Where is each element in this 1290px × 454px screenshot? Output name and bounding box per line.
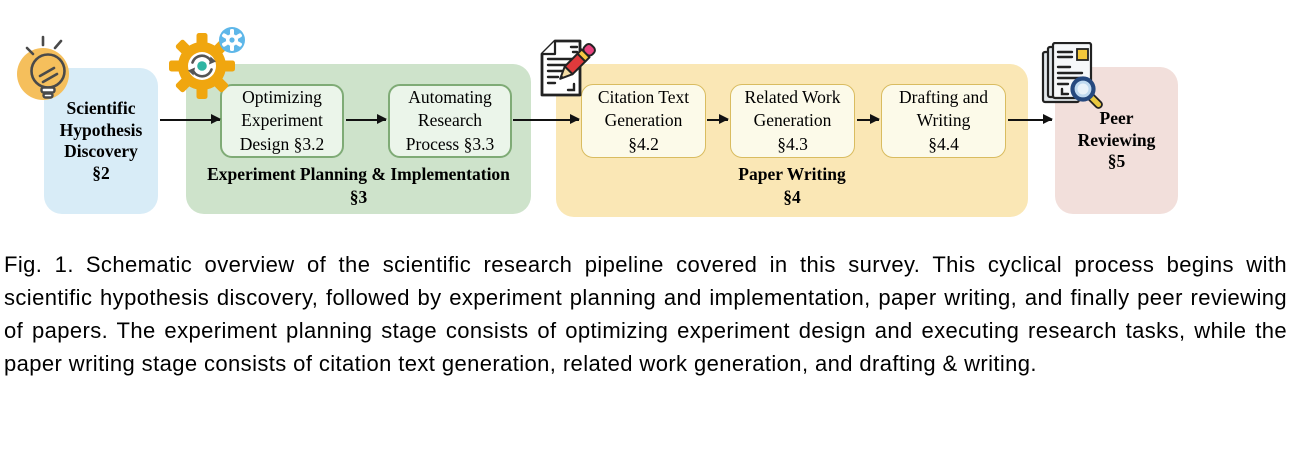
stage-experiment-planning: Optimizing Experiment Design §3.2 Automa… xyxy=(186,64,531,214)
stage-section-line: §2 xyxy=(92,162,110,183)
stage-label-line: Scientific xyxy=(66,98,136,118)
subbox-label-line: Generation xyxy=(604,110,683,131)
subbox-label-line: Optimizing xyxy=(242,86,322,107)
subbox-label-line: Citation Text xyxy=(597,86,690,107)
group-section: §4 xyxy=(783,186,801,207)
stage-experiment-planning-label: Experiment Planning & Implementation §3 xyxy=(186,163,531,208)
stage-hypothesis-discovery: Scientific Hypothesis Discovery §2 xyxy=(44,68,158,214)
subbox-label-line: §4.2 xyxy=(628,133,659,154)
subbox-label-line: Automating xyxy=(408,86,492,107)
flow-arrow-related-to-drafting xyxy=(857,114,880,124)
stage-label-line: Discovery xyxy=(64,141,138,161)
stage-label-line: Peer xyxy=(1099,108,1134,129)
subbox-label-line: Drafting and xyxy=(899,86,988,107)
subbox-label-line: §4.4 xyxy=(928,133,959,154)
subbox-label-line: Writing xyxy=(916,110,971,131)
subbox-label-line: Research xyxy=(417,110,483,131)
document-pencil-icon xyxy=(540,39,596,97)
subbox-label-line: Experiment xyxy=(241,110,323,131)
subbox-related-work-generation: Related Work Generation §4.3 xyxy=(730,84,855,158)
pipeline-diagram: Scientific Hypothesis Discovery §2 xyxy=(17,27,1178,217)
stage-label-line: Reviewing xyxy=(1077,129,1156,150)
subbox-label-line: Generation xyxy=(753,110,832,131)
lightbulb-icon xyxy=(17,35,69,100)
figure-caption-text: Schematic overview of the scientific res… xyxy=(4,252,1288,376)
group-title: Experiment Planning & Implementation xyxy=(207,164,510,184)
group-title: Paper Writing xyxy=(738,164,846,184)
subbox-label-line: Process §3.3 xyxy=(405,133,495,154)
gears-icon xyxy=(169,27,245,99)
subbox-citation-text-generation: Citation Text Generation §4.2 xyxy=(581,84,706,158)
figure-caption: Fig. 1.Schematic overview of the scienti… xyxy=(4,248,1287,380)
stage-label-line: Hypothesis xyxy=(59,119,143,140)
group-section: §3 xyxy=(349,186,368,207)
flow-arrow-writing-to-review xyxy=(1008,114,1053,124)
subbox-drafting-and-writing: Drafting and Writing §4.4 xyxy=(881,84,1006,158)
flow-arrow-optimizing-to-automating xyxy=(346,114,387,124)
papers-magnifier-icon xyxy=(1041,42,1103,109)
stage-paper-writing: Citation Text Generation §4.2 Related Wo… xyxy=(556,64,1028,217)
subbox-label-line: §4.3 xyxy=(777,133,808,154)
flow-arrow-planning-to-writing xyxy=(513,114,580,124)
figure-caption-label: Fig. 1. xyxy=(4,252,74,277)
subbox-label-line: Related Work xyxy=(744,86,841,107)
stage-section-line: §5 xyxy=(1107,151,1126,172)
subbox-optimizing-experiment-design: Optimizing Experiment Design §3.2 xyxy=(220,84,344,158)
flow-arrow-citation-to-related xyxy=(707,114,729,124)
subbox-automating-research-process: Automating Research Process §3.3 xyxy=(388,84,512,158)
subbox-label-line: Design §3.2 xyxy=(239,133,325,154)
stage-paper-writing-label: Paper Writing §4 xyxy=(556,163,1028,208)
flow-arrow-hypothesis-to-planning xyxy=(160,114,221,124)
